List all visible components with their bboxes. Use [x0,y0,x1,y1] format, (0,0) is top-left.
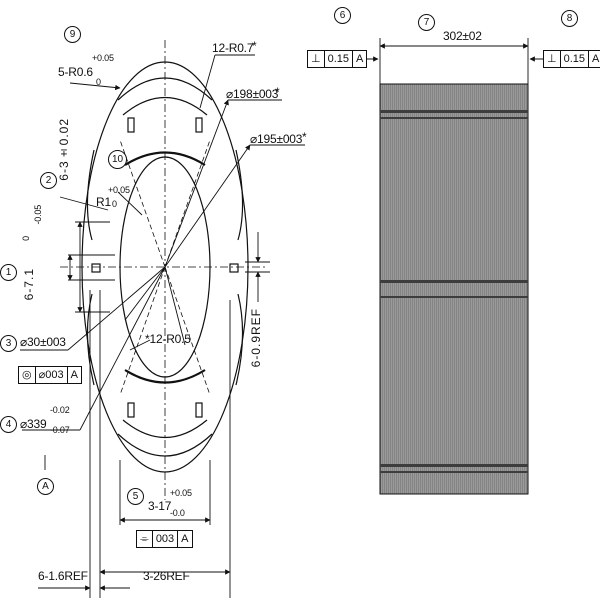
dim-d30: ⌀30±003 [20,335,66,349]
callout-bubble-4: 4 [0,416,17,433]
side-view-dimensions [355,38,555,84]
band-3 [380,280,528,283]
leader-lines [20,54,305,470]
fcf-concentricity: ◎ ⌀003 A [18,366,82,384]
lamination-stack [379,83,529,495]
dim-d198-flag: * [275,85,280,99]
dim-12-r05: *12-R0.5 [145,332,191,346]
bottom-dimensions [38,290,231,598]
dim-3-17: 3-17 [148,499,172,513]
fcf-symmetry: ⌯ 003 A [136,530,193,548]
dim-6-71: 6-7.1 [22,268,36,301]
fcf-perp-left-datum: A [356,53,364,65]
dim-d198: ⌀198±003 [226,87,279,101]
dim-3-17-lower-tol: -0.0 [170,508,185,518]
fcf-perp-left-tol: 0.15 [325,51,354,67]
band-6 [380,471,528,473]
fcf-perp-right-tol: 0.15 [561,51,590,67]
dim-6-09ref: 6-0.9REF [249,308,263,368]
callout-bubble-6: 6 [334,7,351,24]
band-2 [380,117,528,119]
dim-5-r06: 5-R0.6 [58,65,93,79]
fcf-perpendicularity-right: ⊥ 0.15 A [543,50,600,68]
callout-bubble-2: 2 [40,172,57,189]
dim-r1-lower-tol: 0 [112,199,117,209]
dim-r1-upper-tol: +0.05 [108,185,130,195]
callout-bubble-3: 3 [0,335,17,352]
dim-6-3: 6-3±0.02 [57,118,71,181]
callout-bubble-1: 1 [0,264,17,281]
fcf-symmetry-tol: 003 [153,531,179,547]
dim-d195: ⌀195±003 [250,132,303,146]
dim-d339-upper-tol: -0.02 [50,405,70,415]
rotor-side-view [379,83,529,495]
dim-6-71-lower-tol: -0.05 [33,205,43,225]
fcf-perpendicularity-left: ⊥ 0.15 A [307,50,368,68]
fcf-concentricity-datum: A [70,369,78,381]
slot-right-upper [235,149,244,241]
callout-bubble-8: 8 [561,10,578,27]
slot-right-lower [235,293,244,386]
callout-bubble-9: 9 [64,26,81,43]
callout-bubble-5: 5 [127,488,144,505]
slot-bottom [117,433,213,457]
band-4 [380,296,528,298]
dim-3-17-upper-tol: +0.05 [170,488,192,498]
datum-a-symbol: A [37,478,54,495]
perpendicularity-icon: ⊥ [308,51,325,67]
dim-r1: R1 [96,195,111,209]
dim-3-26ref: 3-26REF [143,569,190,583]
dim-6-71-upper-tol: 0 [21,236,31,241]
dim-length-302: 302±02 [443,29,482,43]
left-dimensions [67,221,270,313]
dim-12-r07: 12-R0.7 [212,41,254,55]
dim-d195-flag: * [302,130,307,144]
band-1 [380,110,528,113]
dim-d339: ⌀339 [20,417,47,431]
slot-bottom-inner [122,419,208,438]
symmetry-icon: ⌯ [137,531,153,547]
fcf-concentricity-tol: ⌀003 [36,367,68,383]
band-5 [380,464,528,467]
concentricity-icon: ◎ [19,367,36,383]
fcf-symmetry-datum: A [181,533,189,545]
callout-bubble-10: 10 [108,150,127,169]
callout-bubble-7: 7 [418,14,435,31]
dim-5-r06-upper-tol: +0.05 [92,53,114,63]
dim-d339-lower-tol: -0.07 [50,425,70,435]
dim-6-16ref: 6-1.6REF [38,569,88,583]
centre-lines [60,40,265,500]
slot-top-inner [122,97,208,116]
dim-12-r07-flag: * [252,39,257,53]
slot-left-upper [86,149,95,241]
perpendicularity-icon: ⊥ [544,51,561,67]
dim-5-r06-lower-tol: 0 [96,77,101,87]
fcf-perp-right-datum: A [592,53,600,65]
